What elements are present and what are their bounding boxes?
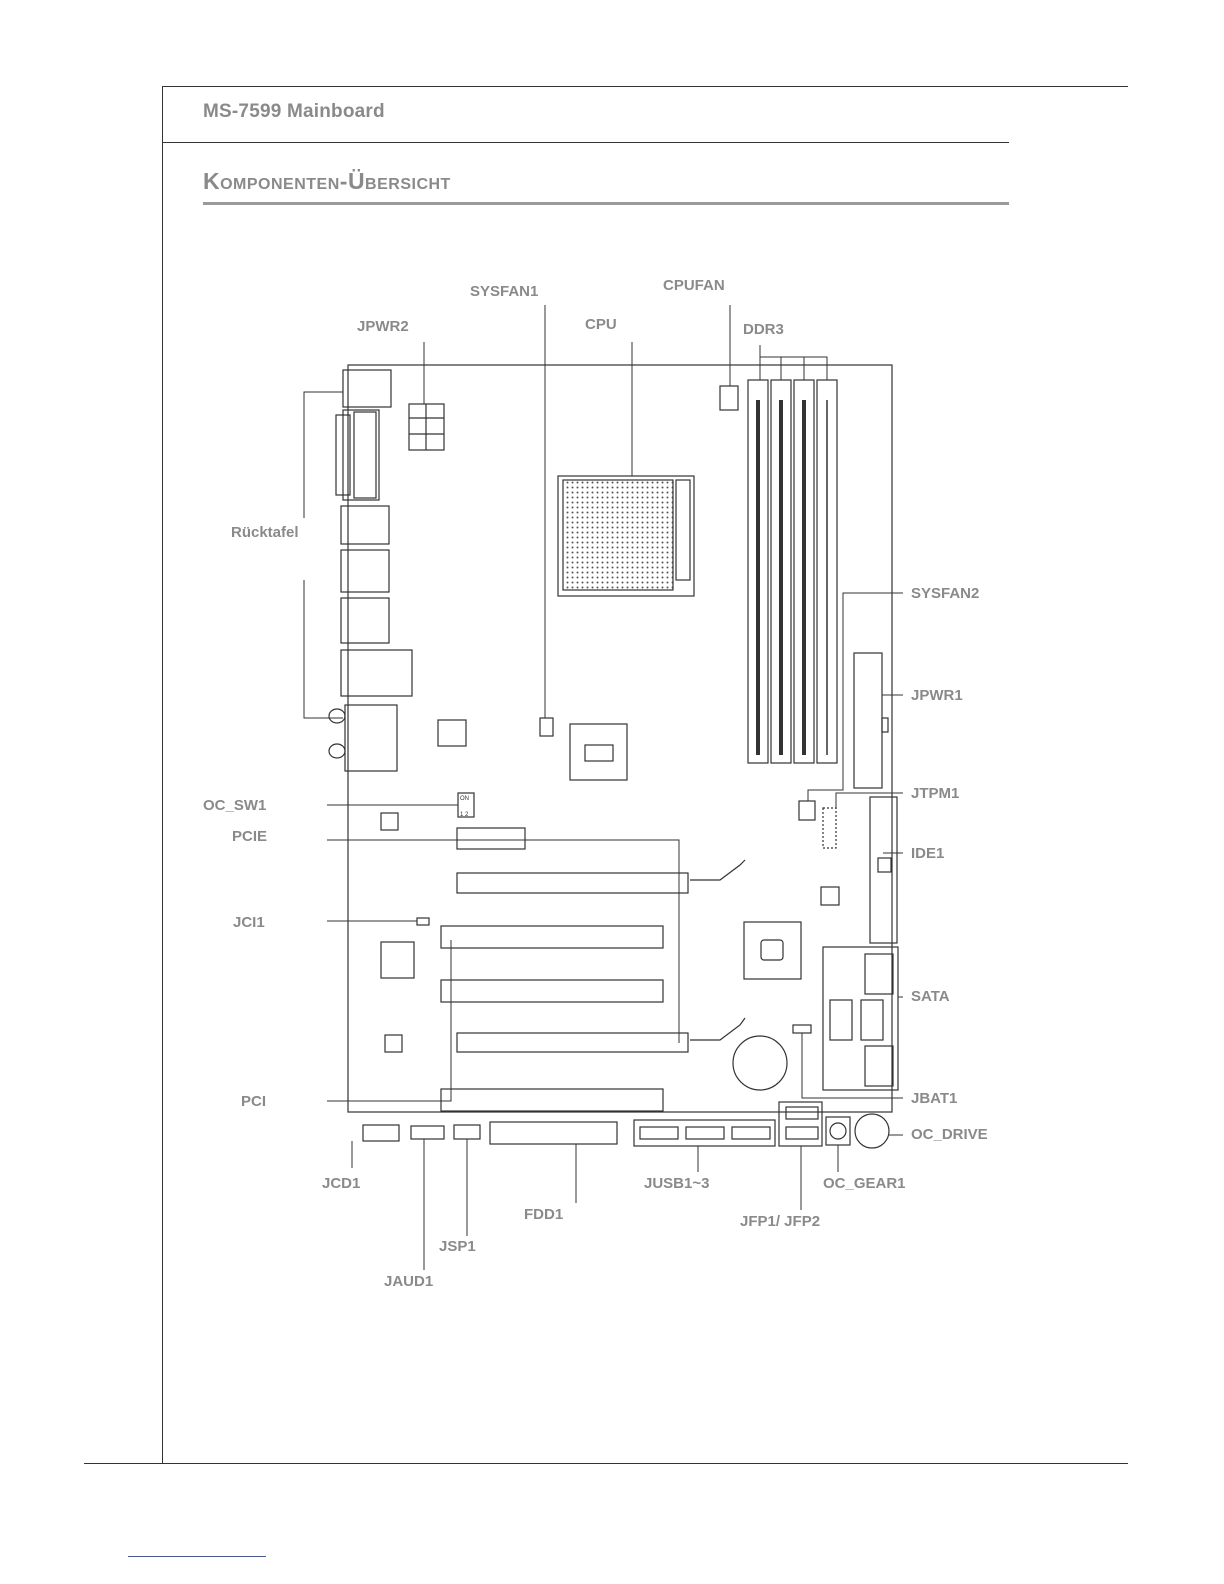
label-jaud1: JAUD1 xyxy=(384,1273,433,1290)
label-jbat1: JBAT1 xyxy=(911,1090,957,1107)
southbridge-chip xyxy=(744,922,801,979)
label-fdd1: FDD1 xyxy=(524,1206,563,1223)
label-sysfan2: SYSFAN2 xyxy=(911,585,979,602)
rear-audio xyxy=(345,705,397,771)
label-jfp: JFP1/ JFP2 xyxy=(740,1213,820,1230)
label-oc-sw1: OC_SW1 xyxy=(203,797,266,814)
jbat1-header xyxy=(793,1025,811,1033)
pcie-x16-slot-1 xyxy=(457,873,688,893)
label-pci: PCI xyxy=(241,1093,266,1110)
pci-slot-2 xyxy=(441,980,663,1002)
jusb-headers xyxy=(634,1120,775,1146)
label-ruecktafel: Rücktafel xyxy=(231,524,299,541)
label-jtpm1: JTPM1 xyxy=(911,785,959,802)
label-oc-gear1: OC_GEAR1 xyxy=(823,1175,906,1192)
pci-slot-3 xyxy=(441,1089,663,1111)
oc-drive-knob xyxy=(855,1114,889,1148)
pcie-x16-slot-2 xyxy=(457,1033,688,1052)
label-cpu: CPU xyxy=(585,316,617,333)
oc-sw1-on-mark: ON xyxy=(460,796,469,802)
label-jsp1: JSP1 xyxy=(439,1238,476,1255)
label-cpufan: CPUFAN xyxy=(663,277,725,294)
label-pcie: PCIE xyxy=(232,828,267,845)
label-sysfan1: SYSFAN1 xyxy=(470,283,538,300)
ddr3-slots xyxy=(748,380,837,763)
jaud1-header xyxy=(411,1126,444,1139)
jcd1-connector xyxy=(363,1125,399,1141)
label-sata: SATA xyxy=(911,988,950,1005)
label-jpwr1: JPWR1 xyxy=(911,687,963,704)
label-jci1: JCI1 xyxy=(233,914,265,931)
sysfan2-connector xyxy=(799,801,815,820)
jtpm1-header xyxy=(823,808,836,848)
label-jpwr2: JPWR2 xyxy=(357,318,409,335)
sysfan1-connector xyxy=(540,718,553,736)
jpwr1-connector xyxy=(854,653,882,788)
rear-ps2 xyxy=(343,370,391,407)
jsp1-connector xyxy=(454,1125,480,1139)
label-jusb: JUSB1~3 xyxy=(644,1175,709,1192)
pci-slot-1 xyxy=(441,926,663,948)
label-jcd1: JCD1 xyxy=(322,1175,360,1192)
footer-link-underline[interactable] xyxy=(128,1556,266,1557)
rear-lan xyxy=(341,650,412,696)
board-outline xyxy=(348,365,892,1112)
label-ddr3: DDR3 xyxy=(743,321,784,338)
pcie-x1-slot xyxy=(457,828,525,849)
ide1-connector xyxy=(870,797,897,943)
cpufan-connector xyxy=(720,386,738,410)
battery xyxy=(733,1036,787,1090)
label-ide1: IDE1 xyxy=(911,845,944,862)
oc-sw1-pin-mark: 1 2 xyxy=(460,812,469,818)
label-oc-drive: OC_DRIVE xyxy=(911,1126,988,1143)
fdd1-connector xyxy=(490,1122,617,1144)
jci1-header xyxy=(417,918,429,925)
northbridge-chip xyxy=(570,724,627,780)
